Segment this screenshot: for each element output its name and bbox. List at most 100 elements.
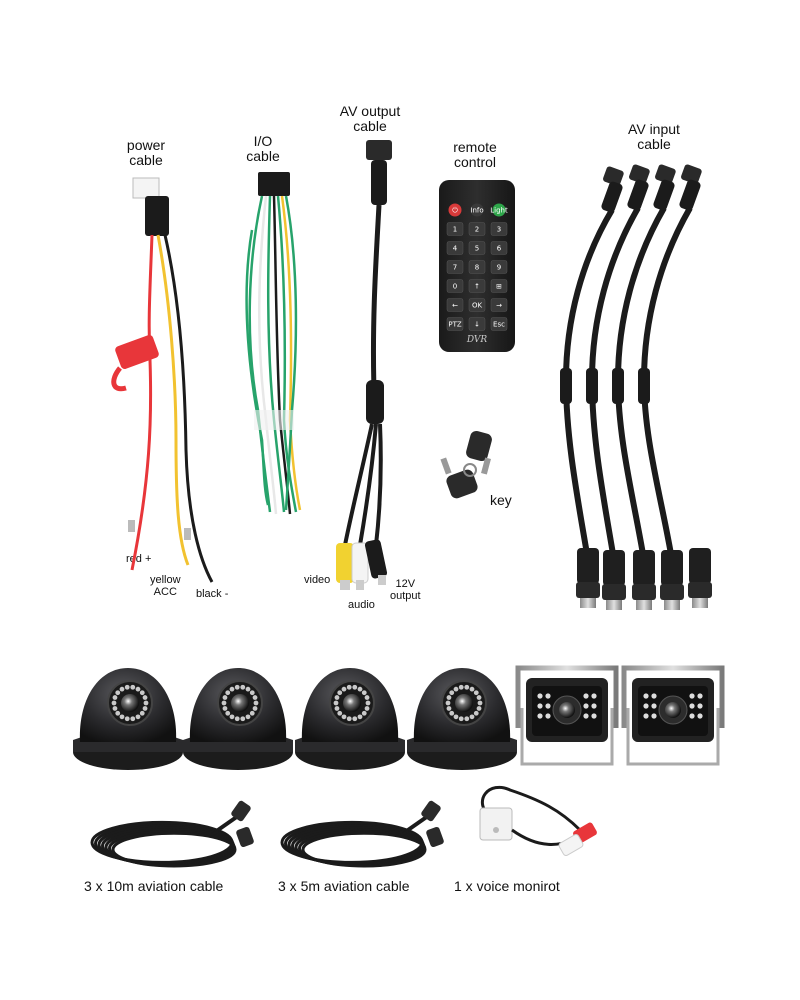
remote-button: Esc	[490, 317, 508, 331]
remote-button-label: 3	[497, 226, 501, 234]
camera-lens	[665, 702, 681, 718]
dome-camera	[183, 668, 293, 770]
remote-button: Light	[490, 203, 508, 217]
remote-button: 4	[446, 241, 464, 255]
camera-lens	[121, 694, 139, 712]
av-input-cable	[638, 164, 702, 561]
mounting-bracket	[621, 665, 725, 728]
mounting-bracket	[515, 665, 619, 728]
yellow-wire	[156, 234, 190, 566]
box-camera	[621, 665, 725, 766]
camera-lens	[231, 694, 249, 712]
key-label: key	[490, 492, 512, 508]
remote-button: →	[490, 298, 508, 312]
microphone-box	[479, 807, 513, 841]
av-input-top-connector	[603, 166, 624, 186]
remote-button: ←	[446, 298, 464, 312]
remote-button: PTZ	[446, 317, 464, 331]
remote-button-label: →	[496, 302, 502, 310]
remote-button-label: Esc	[493, 321, 505, 329]
aviation-cable-coil	[280, 800, 444, 868]
fuse-holder	[111, 335, 159, 392]
remote-button: 6	[490, 241, 508, 255]
av-input-cables	[560, 164, 712, 610]
remote-button: 5	[468, 241, 486, 255]
dome-cameras	[73, 668, 517, 770]
aviation-connector	[421, 800, 441, 822]
av-output-cable	[336, 140, 392, 590]
keys	[440, 430, 492, 499]
rca-audio-white	[351, 542, 369, 590]
remote-button: 0	[446, 279, 464, 293]
dome-camera	[407, 668, 517, 770]
camera-lens	[343, 694, 361, 712]
remote-button-label: 9	[497, 264, 501, 272]
yellow-wire-label: yellow ACC	[150, 574, 181, 598]
av-input-top-connector	[629, 164, 650, 184]
remote-button: 7	[446, 260, 464, 274]
remote-button: 1	[446, 222, 464, 236]
box-camera	[515, 665, 619, 766]
remote-button-label: ⊞	[496, 283, 502, 291]
dome-camera	[73, 668, 183, 770]
remote-button: 9	[490, 260, 508, 274]
power-cable	[111, 177, 214, 583]
av-input-cable-label: AV input cable	[628, 121, 680, 152]
av-input-top-connector	[655, 164, 676, 184]
remote-control-label: remote control	[453, 139, 497, 170]
av-input-bottom-connector	[660, 550, 684, 610]
av-output-cable-label: AV output cable	[339, 103, 401, 134]
aviation-connector	[231, 800, 251, 822]
io-cable-label: I/O cable	[246, 133, 280, 164]
remote-button-label: 2	[475, 226, 479, 234]
remote-button: 8	[468, 260, 486, 274]
12v-output-label: 12V output	[390, 578, 421, 602]
io-connector	[258, 172, 290, 196]
rca-video-yellow	[336, 543, 354, 590]
camera-lens	[559, 702, 575, 718]
av-input-cable	[560, 166, 624, 561]
black-wire	[163, 234, 214, 583]
remote-button: ↓	[468, 317, 486, 331]
av-input-bottom-connector	[632, 550, 656, 610]
audio-label: audio	[348, 599, 375, 611]
aviation-cable-coil	[90, 800, 254, 868]
remote-brand: DVR	[466, 335, 488, 345]
io-cable	[245, 172, 302, 515]
remote-button: 2	[468, 222, 486, 236]
camera-lens	[455, 694, 473, 712]
remote-control: ⏻ Info Light 1 2 3 4 5 6 7 8 9 0 ↑ ⊞ ← OK → PTZ ↓ Esc DVR	[439, 180, 515, 352]
black-wire-label: black -	[196, 588, 229, 600]
remote-button-label: OK	[472, 302, 483, 310]
voice-white-plug	[558, 834, 584, 856]
remote-button: ⏻	[448, 203, 462, 217]
caption-5m-cable: 3 x 5m aviation cable	[278, 878, 410, 894]
dome-camera	[295, 668, 405, 770]
remote-button-label: 5	[475, 245, 479, 253]
power-connector-white	[132, 177, 160, 199]
remote-button: ⊞	[490, 279, 508, 293]
remote-button-label: ←	[452, 302, 458, 310]
caption-voice-monitor: 1 x voice monirot	[454, 878, 560, 894]
remote-button-label: 4	[453, 245, 458, 253]
av-output-connector	[366, 140, 392, 160]
remote-button-label: 8	[475, 264, 479, 272]
remote-button: ↑	[468, 279, 486, 293]
remote-button: Info	[470, 203, 484, 217]
aviation-connector	[236, 826, 254, 848]
av-input-top-connector	[681, 164, 702, 184]
remote-button-label: 7	[453, 264, 457, 272]
av-input-bottom-connector	[602, 550, 626, 610]
power-cable-label: power cable	[126, 137, 166, 168]
av-input-bottom-connector	[688, 548, 712, 608]
box-cameras	[515, 665, 725, 766]
remote-button-label: Light	[490, 207, 508, 215]
aviation-connector	[426, 826, 444, 848]
remote-button-label: 1	[453, 226, 457, 234]
remote-buttons: ⏻ Info Light 1 2 3 4 5 6 7 8 9 0 ↑ ⊞ ← OK → PTZ ↓ Esc	[446, 203, 508, 331]
av-input-cable	[612, 164, 676, 561]
remote-button-label: 6	[497, 245, 502, 253]
remote-button-label: ↑	[474, 283, 480, 291]
av-input-cable	[586, 164, 650, 561]
